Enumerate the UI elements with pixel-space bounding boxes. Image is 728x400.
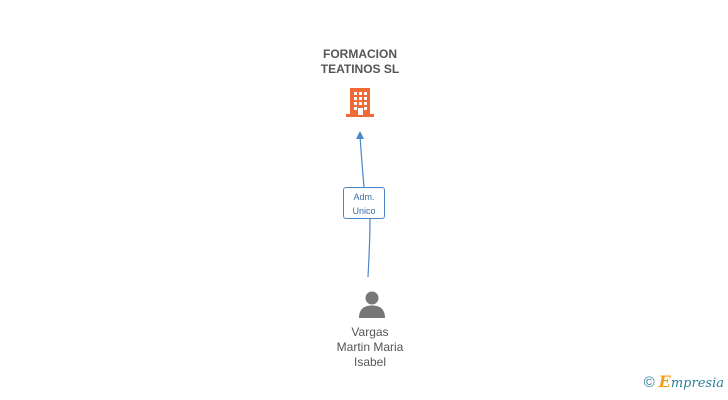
building-icon[interactable] [344, 84, 376, 118]
brand-footer[interactable]: © Empresia [643, 373, 724, 393]
person-name-line-1: Vargas [351, 325, 389, 339]
brand-logo: Empresia [659, 373, 724, 393]
role-line-1: Adm. [353, 192, 375, 202]
person-name-line-2: Martin Maria [336, 340, 404, 354]
connector-line-lower [367, 218, 371, 278]
person-name[interactable]: Vargas Martin Maria Isabel [300, 325, 440, 370]
role-line-2: Unico [352, 206, 376, 216]
person-icon[interactable] [357, 289, 387, 319]
company-name-line-2: TEATINOS SL [320, 62, 400, 76]
brand-name-rest: mpresia [670, 376, 724, 391]
arrow-head-icon [356, 131, 364, 139]
connector-line-upper [359, 135, 365, 188]
company-name-line-1: FORMACION [323, 47, 397, 61]
copyright-icon: © [643, 374, 655, 391]
person-name-line-3: Isabel [353, 355, 387, 369]
company-name[interactable]: FORMACION TEATINOS SL [290, 47, 430, 77]
role-badge[interactable]: Adm. Unico [343, 187, 385, 219]
brand-initial: E [658, 372, 671, 391]
